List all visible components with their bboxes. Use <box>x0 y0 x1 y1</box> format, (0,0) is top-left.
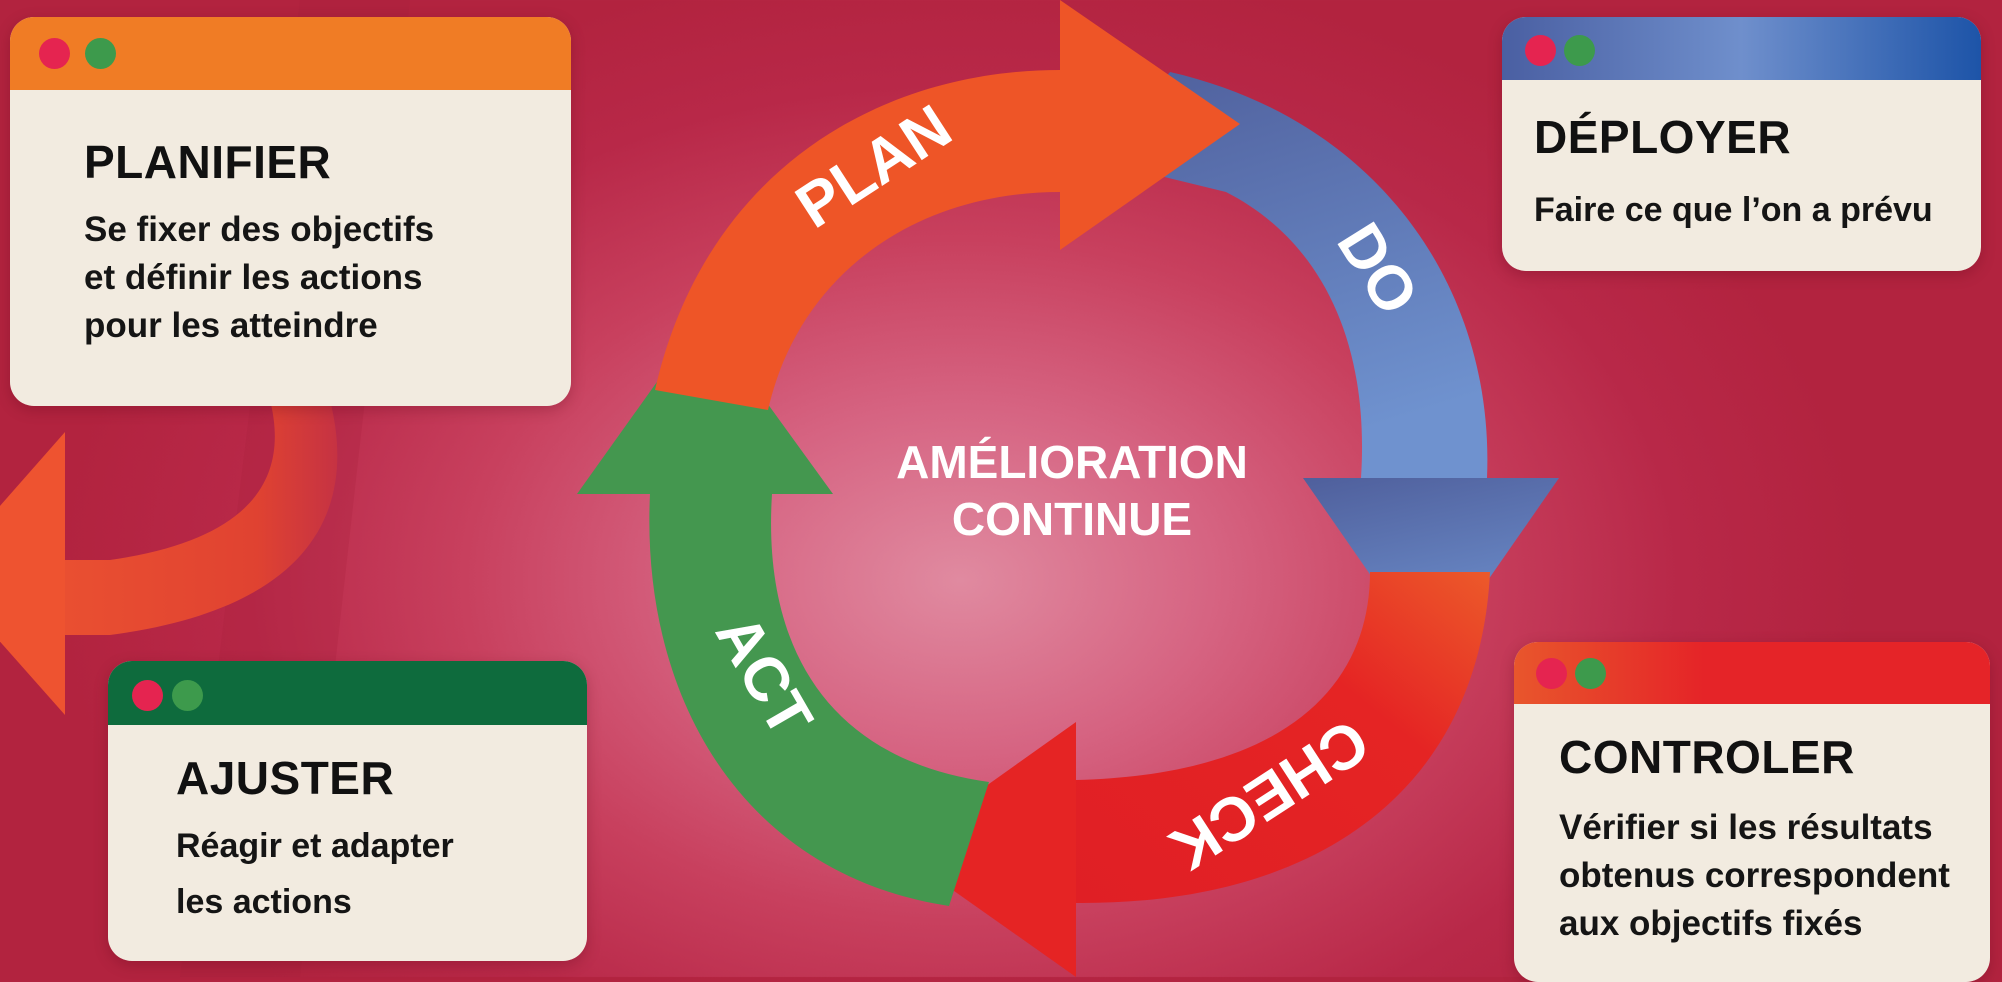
red-dot-icon <box>1536 658 1567 689</box>
green-dot-icon <box>172 680 203 711</box>
card-title-bar <box>10 17 571 90</box>
card-description-line: Réagir et adapter <box>176 827 454 865</box>
center-title-line2: CONTINUE <box>952 493 1192 545</box>
card-title: AJUSTER <box>176 752 395 804</box>
card-description-line: obtenus correspondent <box>1559 856 1950 895</box>
green-dot-icon <box>85 38 116 69</box>
card-description: Se fixer des objectifs et définir les ac… <box>84 206 434 350</box>
card-title-bar <box>108 661 587 725</box>
red-dot-icon <box>132 680 163 711</box>
card-controler: CONTROLER Vérifier si les résultats obte… <box>1514 642 1990 982</box>
card-deployer: DÉPLOYER Faire ce que l’on a prévu <box>1502 17 1981 271</box>
green-dot-icon <box>1564 35 1595 66</box>
card-description-line: Se fixer des objectifs <box>84 210 435 249</box>
background-arrow <box>0 400 338 715</box>
card-description-line: les actions <box>176 883 352 921</box>
card-description: Faire ce que l’on a prévu <box>1534 186 1933 234</box>
arrow-plan <box>655 0 1240 410</box>
card-title: PLANIFIER <box>84 136 332 188</box>
card-description-line: pour les atteindre <box>84 306 378 345</box>
card-description: Vérifier si les résultats obtenus corres… <box>1559 804 1950 948</box>
arrow-check <box>896 572 1490 977</box>
card-description-line: Faire ce que l’on a prévu <box>1534 191 1933 229</box>
card-description-line: Vérifier si les résultats <box>1559 808 1933 847</box>
card-title-bar <box>1514 642 1990 704</box>
card-description: Réagir et adapter les actions <box>176 818 454 930</box>
card-ajuster: AJUSTER Réagir et adapter les actions <box>108 661 587 961</box>
card-description-line: aux objectifs fixés <box>1559 904 1863 943</box>
card-title: CONTROLER <box>1559 731 1855 783</box>
card-planifier: PLANIFIER Se fixer des objectifs et défi… <box>10 17 571 406</box>
arrow-act <box>577 316 989 906</box>
red-dot-icon <box>39 38 70 69</box>
center-title-line1: AMÉLIORATION <box>896 436 1248 488</box>
card-title: DÉPLOYER <box>1534 111 1792 163</box>
arrow-do <box>1095 72 1559 662</box>
red-dot-icon <box>1525 35 1556 66</box>
card-title-bar <box>1502 17 1981 80</box>
green-dot-icon <box>1575 658 1606 689</box>
card-description-line: et définir les actions <box>84 258 423 297</box>
